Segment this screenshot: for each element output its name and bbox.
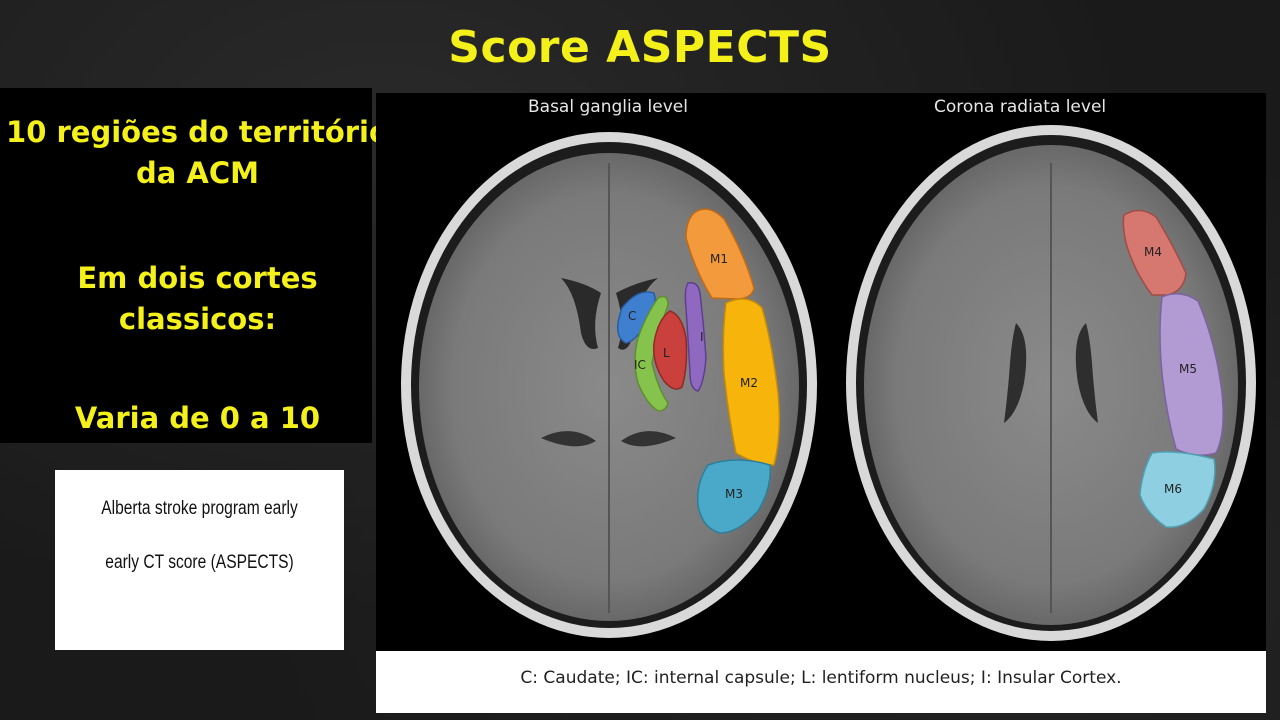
label-internal-capsule: IC bbox=[634, 358, 646, 372]
label-m1: M1 bbox=[710, 252, 728, 266]
label-m4: M4 bbox=[1144, 245, 1162, 259]
bullet-range: Varia de 0 a 10 bbox=[74, 401, 321, 435]
bullet-regions: 10 regiões do território da ACM bbox=[6, 115, 389, 190]
label-corona-radiata-level: Corona radiata level bbox=[934, 97, 1107, 117]
region-m6 bbox=[1139, 451, 1216, 528]
label-m2: M2 bbox=[740, 376, 758, 390]
label-m5: M5 bbox=[1179, 362, 1197, 376]
ct-figure: M1 M2 M3 C IC L I M4 M5 bbox=[376, 93, 1266, 713]
ct-scans: M1 M2 M3 C IC L I M4 M5 bbox=[401, 125, 1256, 641]
brain-scan-corona-radiata: M4 M5 M6 bbox=[846, 125, 1256, 641]
bullet-two-cuts: Em dois cortes classicos: bbox=[77, 261, 318, 336]
slide-title: Score ASPECTS bbox=[448, 22, 832, 73]
brain-scan-basal-ganglia: M1 M2 M3 C IC L I bbox=[401, 132, 817, 638]
reference-line-2: early CT score (ASPECTS) bbox=[105, 552, 294, 573]
label-basal-ganglia-level: Basal ganglia level bbox=[528, 97, 688, 117]
reference-box: Alberta stroke program early early CT sc… bbox=[55, 470, 344, 650]
region-lentiform bbox=[652, 310, 688, 390]
label-m6: M6 bbox=[1164, 482, 1182, 496]
reference-line-1: Alberta stroke program early bbox=[101, 498, 298, 519]
figure-caption: C: Caudate; IC: internal capsule; L: len… bbox=[520, 668, 1122, 688]
region-insular bbox=[684, 281, 707, 392]
ventricle-shape bbox=[561, 278, 601, 349]
region-m1 bbox=[685, 208, 755, 300]
left-text-panel bbox=[0, 88, 372, 443]
region-m4 bbox=[1122, 209, 1187, 296]
region-m3 bbox=[696, 459, 771, 534]
region-m5 bbox=[1159, 293, 1224, 456]
label-insular: I bbox=[700, 330, 704, 344]
label-caudate: C bbox=[628, 309, 636, 323]
label-m3: M3 bbox=[725, 487, 743, 501]
region-m2 bbox=[722, 298, 781, 466]
caption-bar: C: Caudate; IC: internal capsule; L: len… bbox=[376, 651, 1266, 713]
region-caudate bbox=[616, 291, 656, 344]
label-lentiform: L bbox=[663, 346, 670, 360]
